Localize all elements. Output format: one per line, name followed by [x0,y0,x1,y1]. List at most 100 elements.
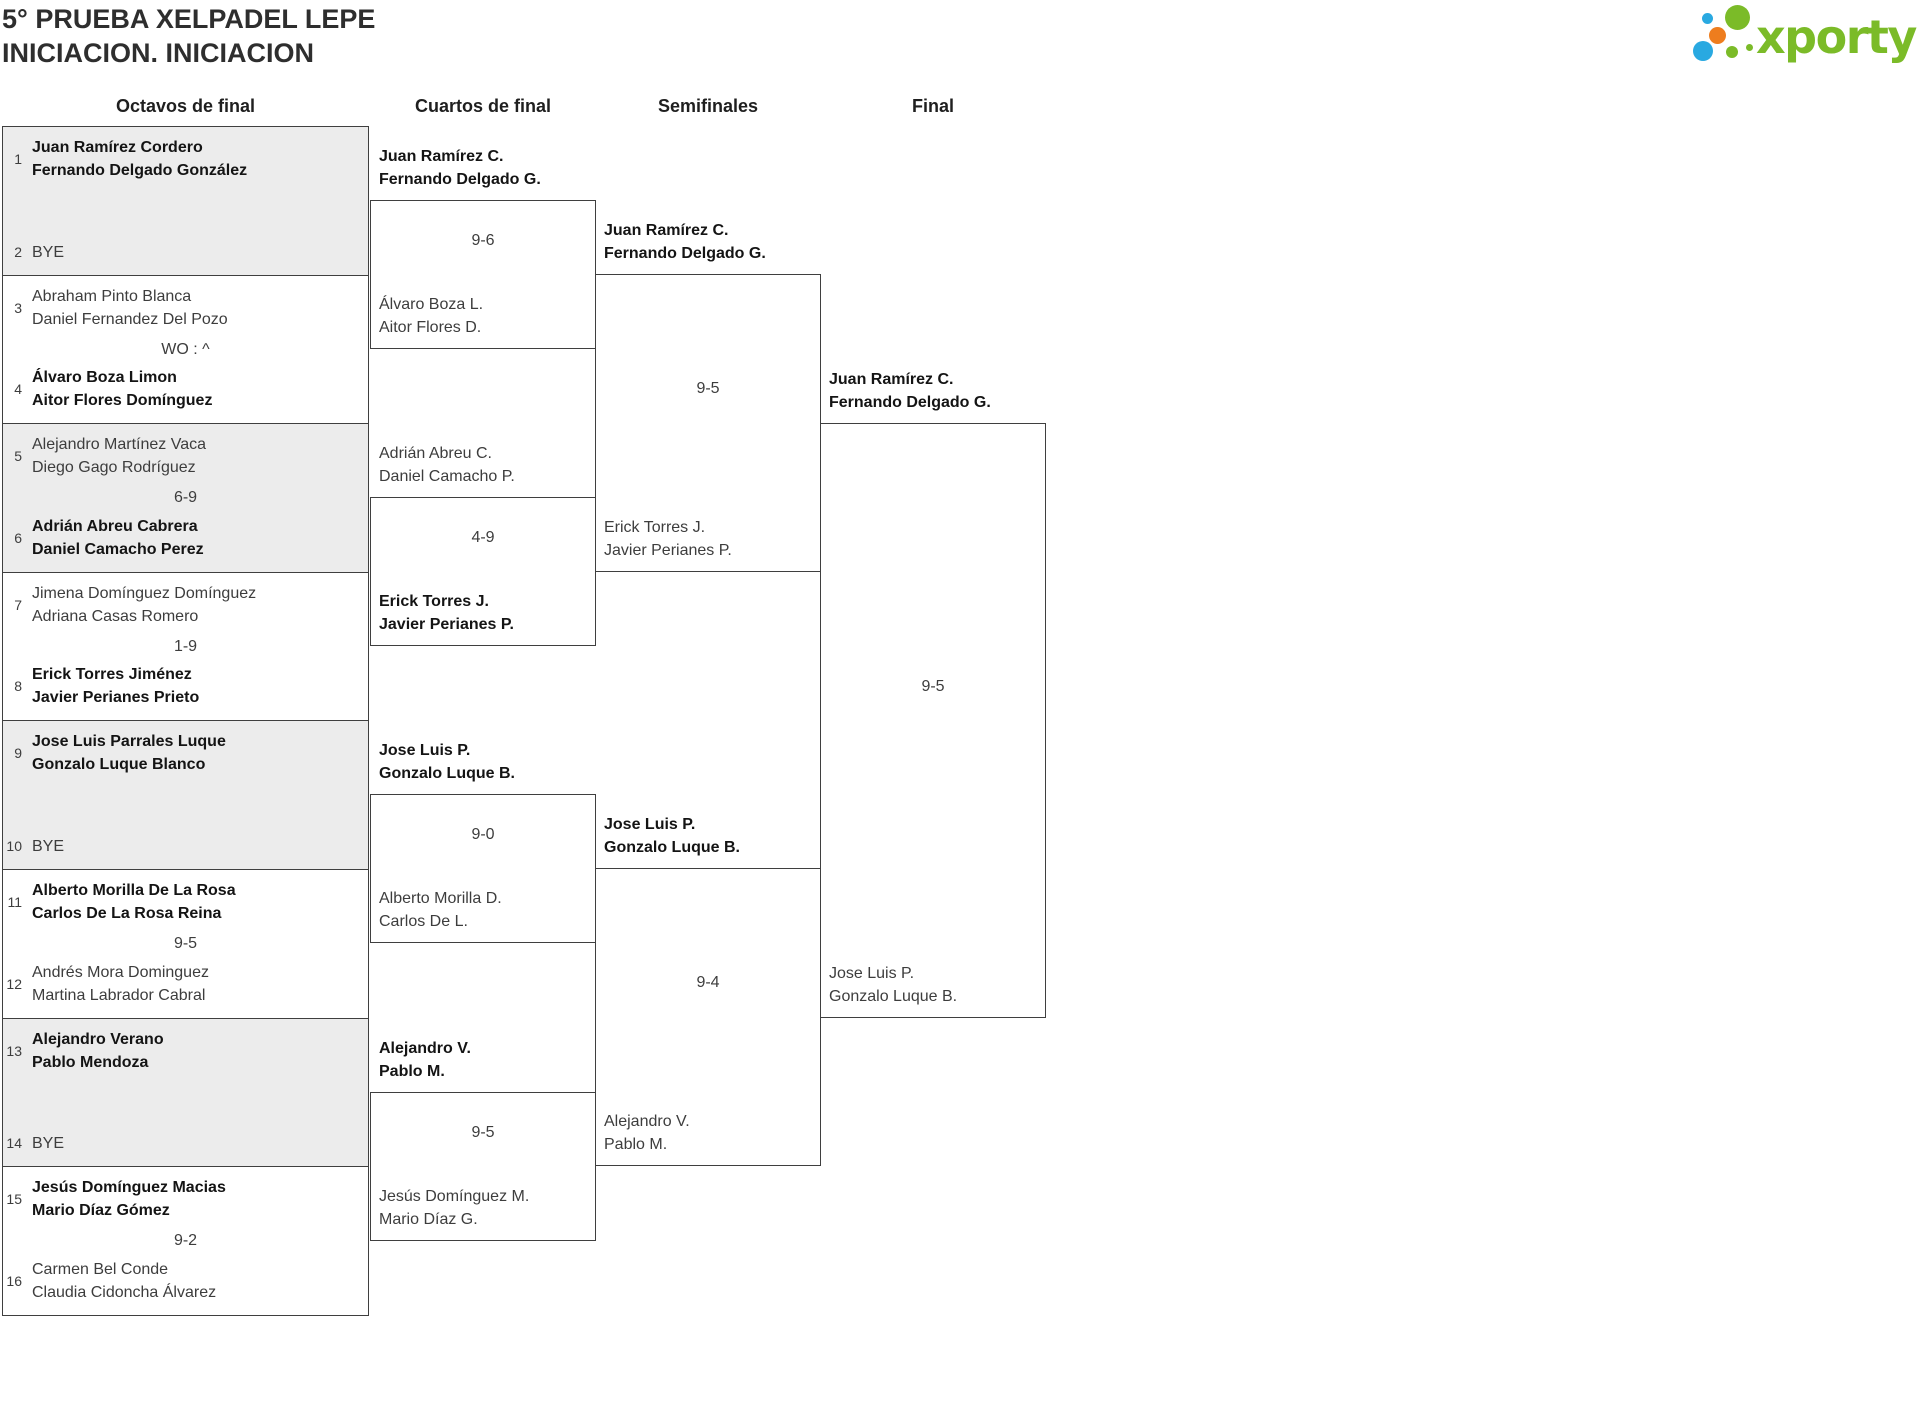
player-name: Aitor Flores Domínguez [32,392,213,409]
category-name: INICIACION. INICIACION [2,38,315,68]
player-name: BYE [32,838,65,855]
player-name: Daniel Camacho Perez [32,541,204,558]
bracket-match-r16-2[interactable]: 3 Abraham Pinto Blanca Daniel Fernandez … [2,275,369,424]
bracket-match-final[interactable]: Juan Ramírez C. Fernando Delgado G. 9-5 … [820,371,1046,1018]
team-entry: 2 BYE [5,241,362,264]
player-name: Jesús Domínguez Macias [32,1179,226,1196]
page-title: 5° PRUEBA XELPADEL LEPE INICIACION. INIC… [2,2,375,70]
seed-number: 14 [6,1135,22,1151]
bracket-match-r16-7[interactable]: 13 Alejandro Verano Pablo Mendoza 14 BYE [2,1018,369,1167]
player-name: Javier Perianes P. [604,542,732,559]
bracket-match-r16-8[interactable]: 15 Jesús Domínguez Macias Mario Díaz Góm… [2,1166,369,1316]
round-header-final: Final [911,96,954,116]
player-name: Juan Ramírez C. [604,222,729,239]
player-name: Erick Torres Jiménez [32,666,192,683]
logo-dot-green-big-icon [1725,5,1750,30]
team-entry: 5 Alejandro Martínez Vaca Diego Gago Rod… [5,433,362,479]
round-header-cuartos: Cuartos de final [414,96,552,116]
seed-number: 6 [14,529,22,546]
player-name: Alejandro Verano [32,1031,164,1048]
bracket-match-r16-4[interactable]: 7 Jimena Domínguez Domínguez Adriana Cas… [2,572,369,721]
team-entry: 9 Jose Luis Parrales Luque Gonzalo Luque… [5,730,362,776]
xporty-logo[interactable]: xporty [1680,0,1920,72]
player-name: Fernando Delgado G. [604,245,766,262]
player-name: Aitor Flores D. [379,319,482,336]
seed-number: 2 [14,244,22,260]
bracket-match-r16-3[interactable]: 5 Alejandro Martínez Vaca Diego Gago Rod… [2,423,369,573]
player-name: Daniel Fernandez Del Pozo [32,311,228,328]
logo-wordmark: xporty [1756,10,1917,64]
team-entry: 1 Juan Ramírez Cordero Fernando Delgado … [5,136,362,182]
bracket-match-qf-2[interactable]: Adrián Abreu C. Daniel Camacho P. 4-9 Er… [370,445,596,646]
match-score: 9-5 [173,935,198,952]
match-score: 1-9 [173,637,198,655]
player-name: Jesús Domínguez M. [379,1188,530,1205]
player-name: Fernando Delgado G. [379,171,541,188]
round-header-semifinales: Semifinales [657,96,759,116]
team-entry: 3 Abraham Pinto Blanca Daniel Fernandez … [5,285,362,331]
match-score: 9-5 [696,380,720,397]
bracket-match-r16-6[interactable]: 11 Alberto Morilla De La Rosa Carlos De … [2,869,369,1019]
player-name: Gonzalo Luque Blanco [32,756,206,773]
bracket-match-qf-4[interactable]: Alejandro V. Pablo M. 9-5 Jesús Domíngue… [370,1040,596,1241]
player-name: Jose Luis P. [829,965,915,982]
logo-dot-green-tiny-icon [1746,44,1753,51]
seed-number: 3 [14,299,22,316]
bracket-match-qf-1[interactable]: Juan Ramírez C. Fernando Delgado G. 9-6 … [370,148,596,349]
bracket-match-sf-2[interactable]: Jose Luis P. Gonzalo Luque B. 9-4 Alejan… [595,816,821,1166]
team-entry: 11 Alberto Morilla De La Rosa Carlos De … [5,879,362,925]
team-entry: 14 BYE [5,1132,362,1155]
logo-dot-blue-small-icon [1702,13,1713,24]
bracket-match-qf-3[interactable]: Jose Luis P. Gonzalo Luque B. 9-0 Albert… [370,742,596,943]
player-name: Gonzalo Luque B. [379,765,515,782]
team-entry: 4 Álvaro Boza Limon Aitor Flores Domíngu… [5,366,362,412]
player-name: Javier Perianes Prieto [32,689,200,706]
bracket-match-sf-1[interactable]: Juan Ramírez C. Fernando Delgado G. 9-5 … [595,222,821,572]
player-name: Abraham Pinto Blanca [32,288,192,305]
match-score: 9-6 [471,231,495,249]
player-name: Adrián Abreu C. [379,445,492,462]
team-entry: Jose Luis P. Gonzalo Luque B. [604,813,820,859]
team-entry: Juan Ramírez C. Fernando Delgado G. [829,368,1045,414]
player-name: BYE [32,1135,65,1152]
match-score: 9-5 [921,677,945,695]
seed-number: 13 [6,1042,22,1059]
player-name: Mario Díaz G. [379,1211,478,1228]
player-name: Adriana Casas Romero [32,608,199,625]
seed-number: 8 [14,677,22,694]
seed-number: 16 [6,1272,22,1289]
bracket-match-r16-1[interactable]: 1 Juan Ramírez Cordero Fernando Delgado … [2,126,369,276]
player-name: Jose Luis P. [379,742,471,759]
player-name: BYE [32,244,65,261]
team-entry: 8 Erick Torres Jiménez Javier Perianes P… [5,663,362,709]
seed-number: 7 [14,596,22,613]
player-name: Pablo M. [604,1136,668,1153]
match-score: 9-5 [471,1123,495,1141]
player-name: Carlos De La Rosa Reina [32,905,222,922]
team-entry: Erick Torres J. Javier Perianes P. [604,516,820,562]
team-entry: Jose Luis P. Gonzalo Luque B. [379,739,595,785]
match-score: 9-4 [696,974,720,991]
team-entry: Juan Ramírez C. Fernando Delgado G. [604,219,820,265]
player-name: Fernando Delgado González [32,162,248,179]
team-entry: Adrián Abreu C. Daniel Camacho P. [379,442,595,488]
logo-dot-blue-big-icon [1693,41,1713,61]
player-name: Javier Perianes P. [379,616,514,633]
player-name: Claudia Cidoncha Álvarez [32,1284,217,1301]
player-name: Alberto Morilla D. [379,890,502,907]
seed-number: 10 [6,838,22,854]
seed-number: 1 [14,150,22,167]
team-entry: 6 Adrián Abreu Cabrera Daniel Camacho Pe… [5,515,362,561]
player-name: Alejandro V. [379,1040,471,1057]
player-name: Carlos De L. [379,913,468,930]
team-entry: Álvaro Boza L. Aitor Flores D. [379,293,595,339]
team-entry: 12 Andrés Mora Dominguez Martina Labrado… [5,961,362,1007]
player-name: Juan Ramírez Cordero [32,139,203,156]
team-entry: Alejandro V. Pablo M. [604,1110,820,1156]
team-entry: Alberto Morilla D. Carlos De L. [379,887,595,933]
bracket-match-r16-5[interactable]: 9 Jose Luis Parrales Luque Gonzalo Luque… [2,720,369,870]
team-entry: Juan Ramírez C. Fernando Delgado G. [379,145,595,191]
player-name: Erick Torres J. [604,519,706,536]
seed-number: 5 [14,447,22,464]
